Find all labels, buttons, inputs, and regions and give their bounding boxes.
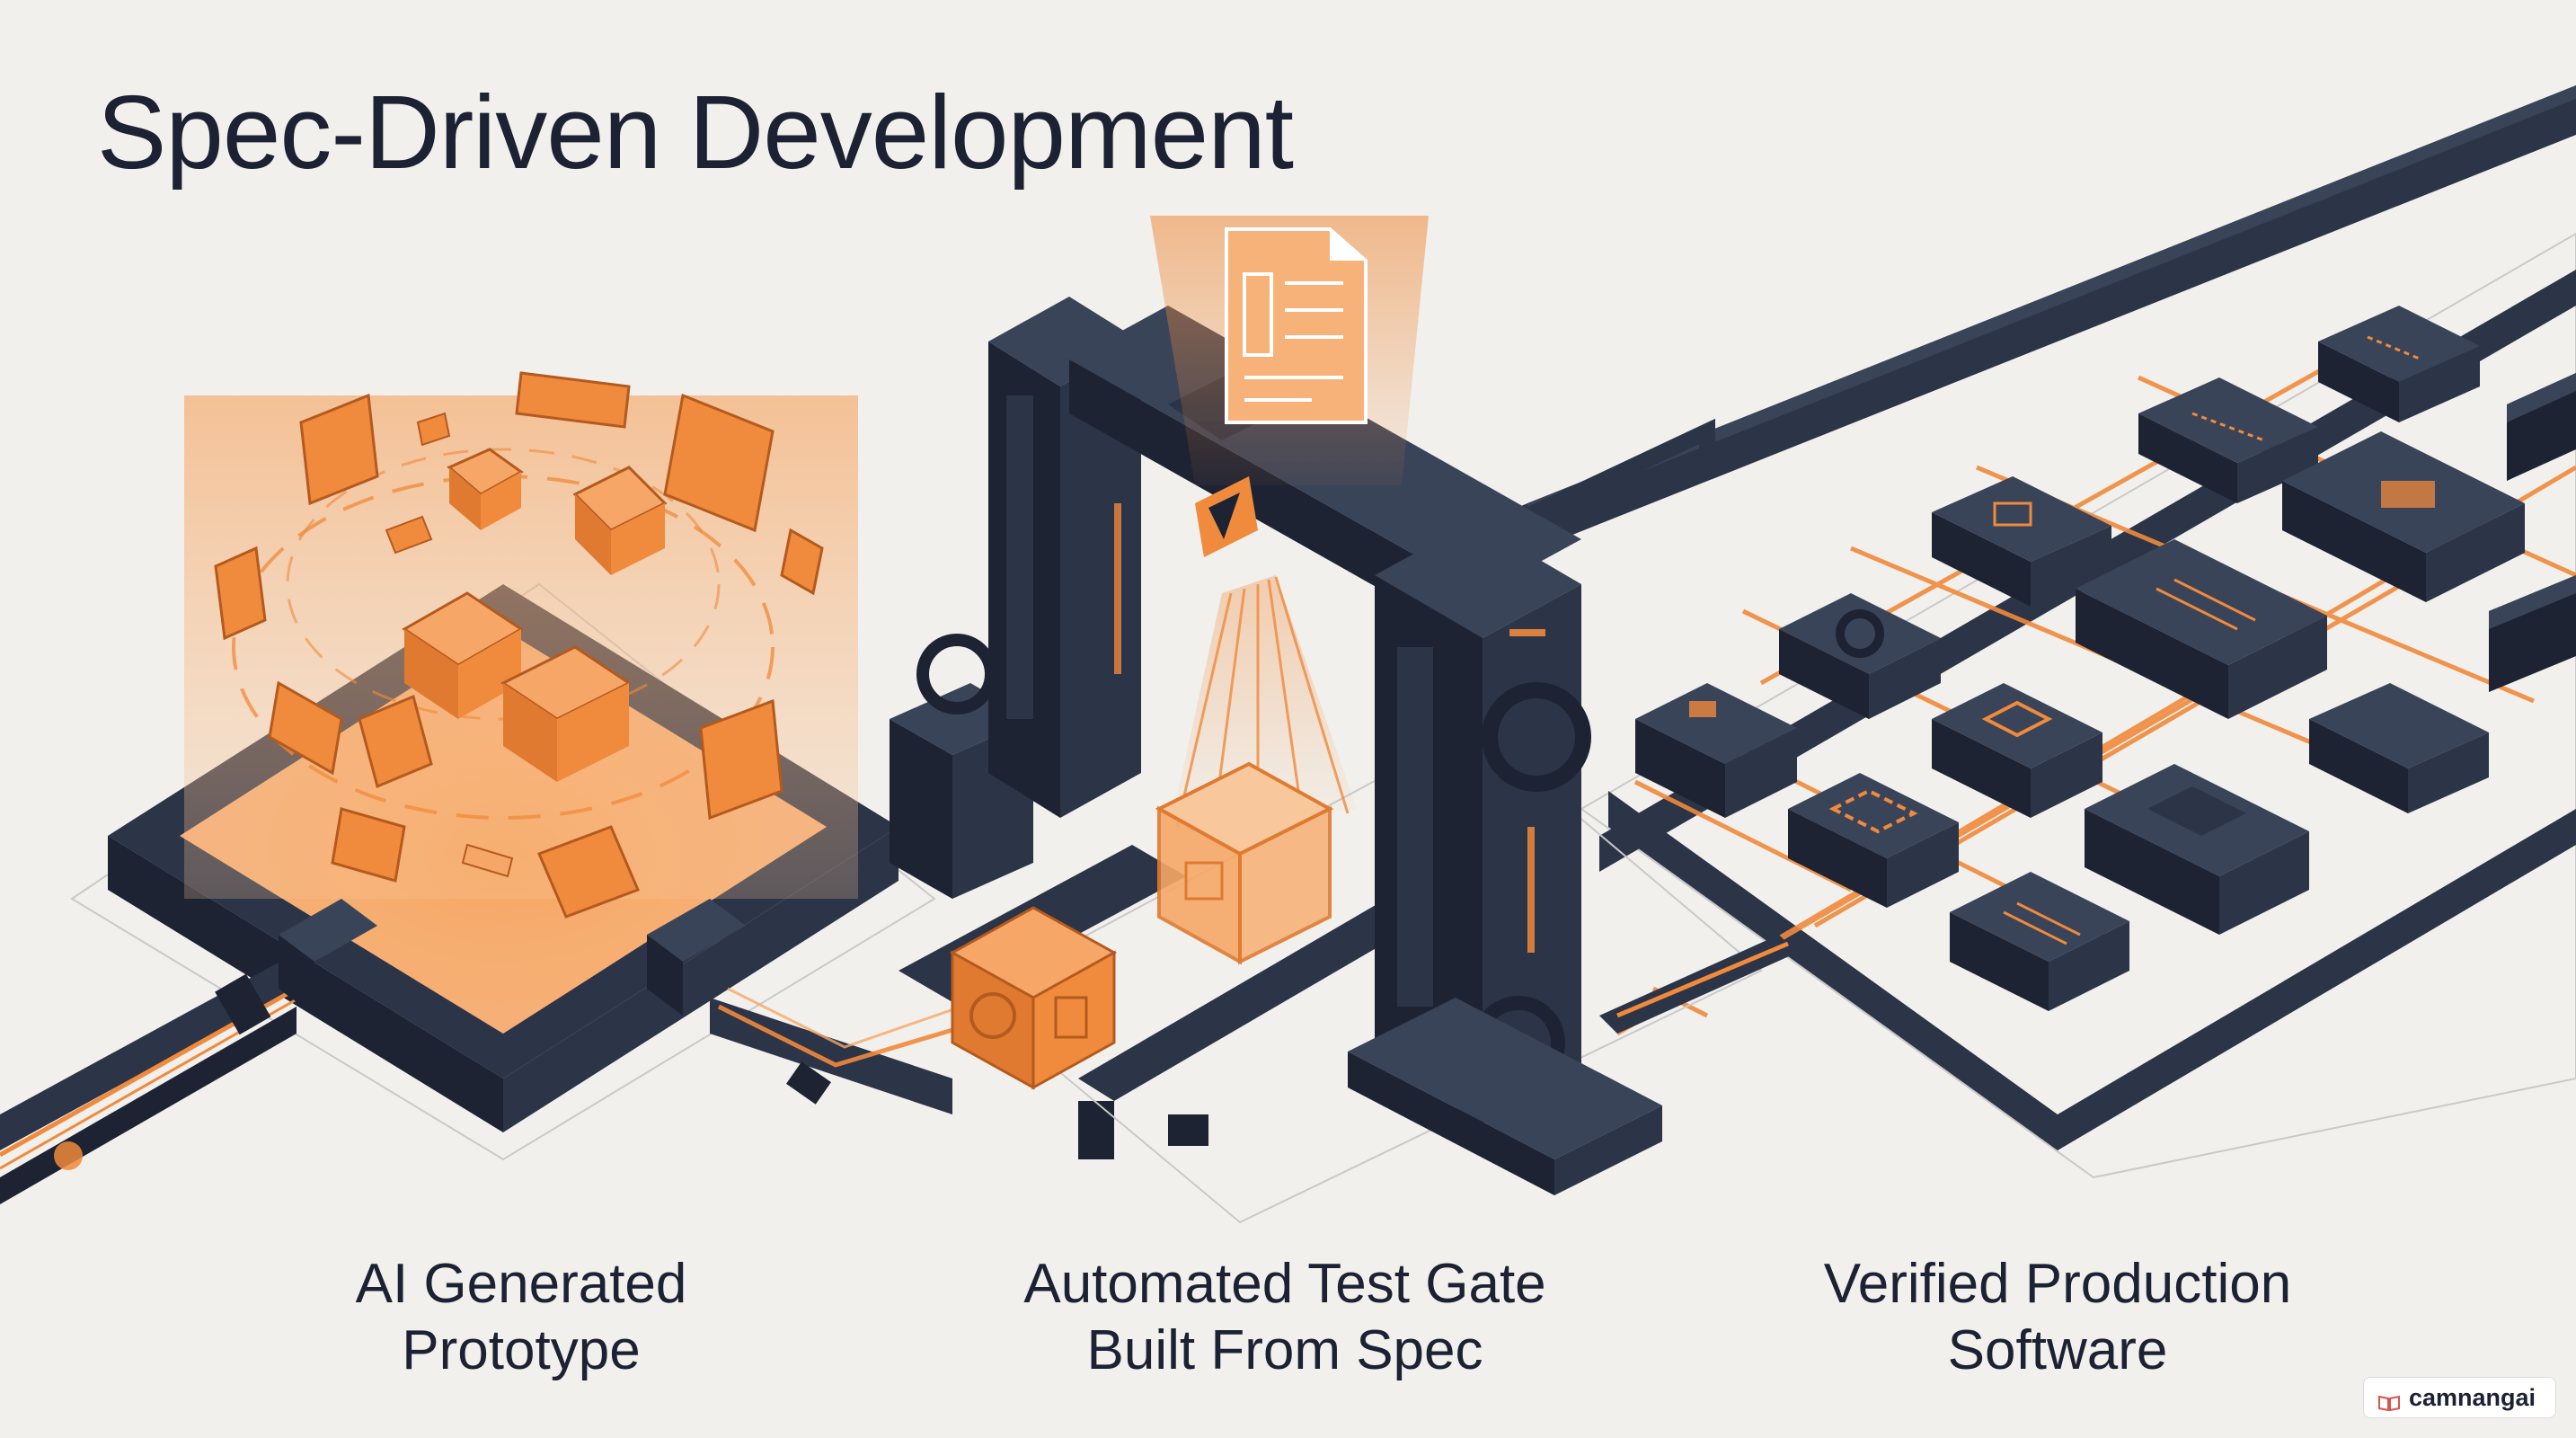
- test-gate: [890, 216, 1797, 1224]
- stage-label-prototype: AI Generated Prototype: [270, 1251, 773, 1384]
- prototype-fragments: [214, 371, 824, 919]
- stage-label-line: Prototype: [402, 1319, 641, 1381]
- stage-label-line: Automated Test Gate: [1023, 1253, 1546, 1315]
- stage-label-line: Software: [1947, 1319, 2168, 1381]
- stage-label-line: Built From Spec: [1086, 1319, 1483, 1381]
- page-title: Spec-Driven Development: [97, 74, 1294, 191]
- watermark-badge: camnangai: [2362, 1377, 2556, 1418]
- stage-label-production: Verified Production Software: [1761, 1251, 2354, 1384]
- book-icon: [2377, 1389, 2400, 1412]
- stage-label-test-gate: Automated Test Gate Built From Spec: [970, 1251, 1599, 1384]
- stage-label-line: AI Generated: [355, 1253, 687, 1315]
- stage-label-line: Verified Production: [1823, 1253, 2292, 1315]
- production-modules: [1635, 306, 2576, 1011]
- watermark-text: camnangai: [2408, 1383, 2536, 1411]
